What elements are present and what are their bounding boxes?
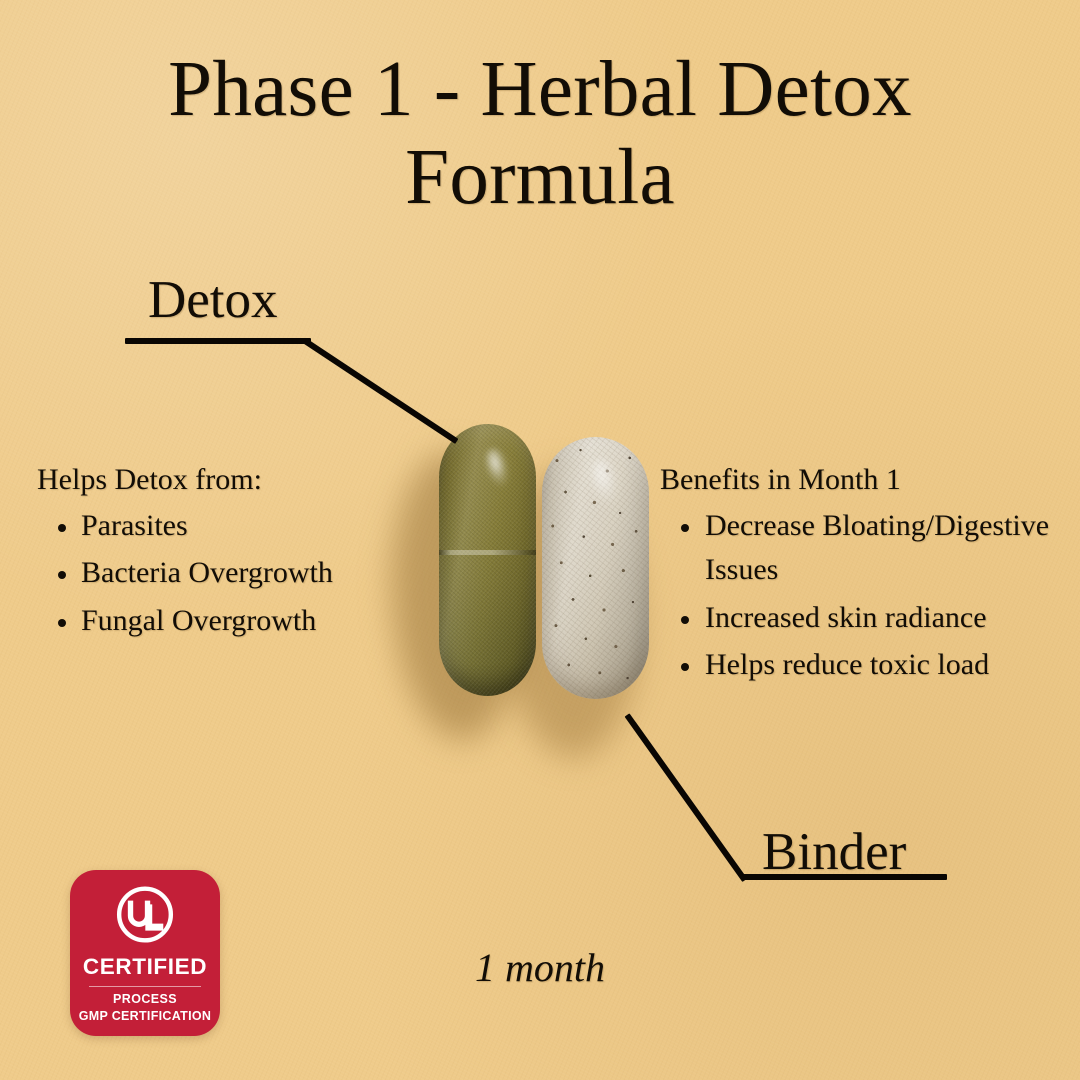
- binder-capsule: [542, 437, 649, 699]
- helps-detox-from-column: Helps Detox from: Parasites Bacteria Ove…: [37, 462, 367, 646]
- list-item: Fungal Overgrowth: [37, 599, 367, 643]
- ul-gmp-text: GMP CERTIFICATION: [78, 1009, 212, 1023]
- detox-capsule-joint: [439, 550, 536, 555]
- detox-callout-underline: [125, 338, 311, 344]
- list-item: Increased skin radiance: [660, 596, 1080, 640]
- list-item: Helps reduce toxic load: [660, 643, 1080, 687]
- list-item: Bacteria Overgrowth: [37, 551, 367, 595]
- benefits-column: Benefits in Month 1 Decrease Bloating/Di…: [660, 462, 1080, 691]
- benefits-list: Decrease Bloating/Digestive Issues Incre…: [660, 504, 1080, 688]
- supply-duration-label: 1 month: [475, 945, 605, 990]
- ul-certification-badge: CERTIFIED PROCESS GMP CERTIFICATION: [70, 870, 220, 1036]
- list-item: Parasites: [37, 504, 367, 548]
- detox-callout-label: Detox: [148, 271, 278, 329]
- benefits-heading: Benefits in Month 1: [660, 463, 901, 496]
- helps-detox-from-list: Parasites Bacteria Overgrowth Fungal Ove…: [37, 504, 367, 643]
- ul-certified-text: CERTIFIED: [82, 954, 208, 979]
- page-title: Phase 1 - Herbal Detox Formula: [0, 46, 1080, 223]
- page-title-line-2: Formula: [405, 134, 675, 222]
- helps-detox-from-heading: Helps Detox from:: [37, 463, 262, 496]
- list-item: Decrease Bloating/Digestive Issues: [660, 504, 1080, 593]
- binder-callout-underline: [742, 874, 947, 880]
- ul-logo-icon: [116, 886, 174, 943]
- ul-process-text: PROCESS: [113, 992, 177, 1006]
- binder-callout-label: Binder: [762, 823, 907, 881]
- page-title-line-1: Phase 1 - Herbal Detox: [168, 46, 912, 133]
- ul-badge-divider: [89, 986, 201, 987]
